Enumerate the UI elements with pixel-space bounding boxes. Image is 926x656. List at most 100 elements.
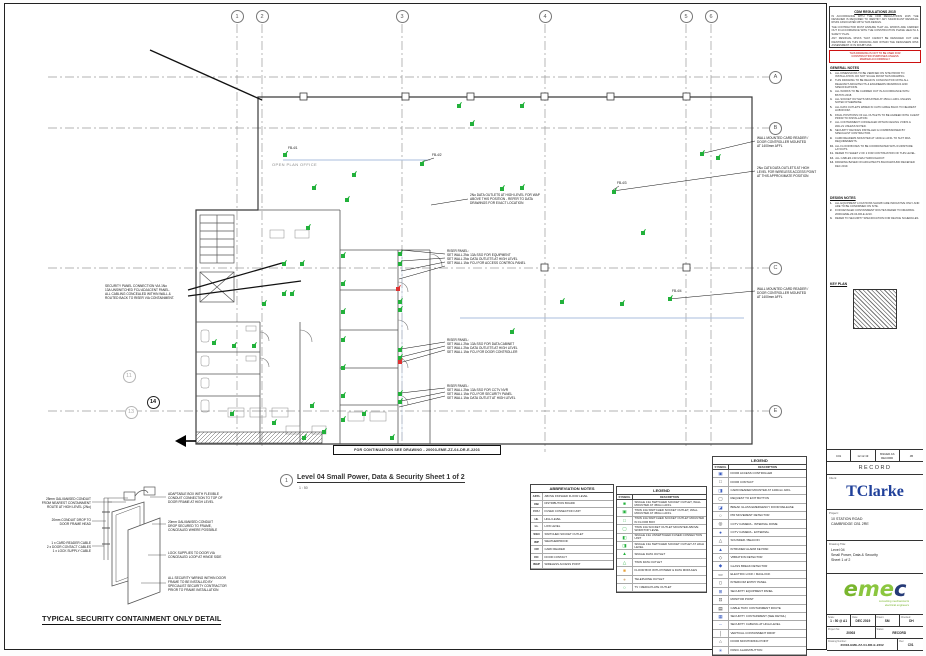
legend-row: △SOUNDER / BEACON	[713, 537, 806, 546]
legend-symbol-icon: ▭	[713, 570, 729, 579]
abbreviation-code: WAP	[531, 561, 543, 568]
note-number: 7.	[830, 121, 833, 125]
general-notes-title: GENERAL NOTES	[830, 66, 860, 70]
legend-symbol-icon: □	[713, 478, 729, 486]
legend-row: ◪BREAK GLASS EMERGENCY DOOR RELEASE	[713, 503, 806, 513]
legend-symbol-icon: ◇	[713, 554, 729, 562]
legend-symbol-icon: ■	[617, 567, 633, 575]
legend-row: ▦SECURITY CONTAINMENT (SEE DETAIL)	[713, 612, 806, 622]
plan-view-title: Level 04 Small Power, Data & Security Sh…	[297, 474, 465, 483]
note-number: 5.	[830, 105, 833, 109]
legend-description: PIR MOVEMENT DETECTOR	[730, 513, 770, 518]
note-number: 13.	[830, 161, 834, 165]
legend-security-title: LEGEND	[713, 457, 806, 465]
grid-lines	[48, 24, 769, 452]
abbreviation-meaning: DISTRIBUTION BOARD	[544, 501, 575, 506]
note-number: 6.	[830, 113, 833, 117]
legend-row: ▢TWIN 13A SOCKET OUTLET MOUNTED ABOVE WO…	[617, 525, 706, 534]
note-number: 1.	[830, 71, 833, 75]
legend-symbol-icon: ■	[617, 500, 633, 508]
legend-security-table: LEGEND SYMBOL DESCRIPTION ▣DOOR ACCESS C…	[712, 456, 807, 656]
note-item: 7.ALL CONTAINMENT CONCEALED WITHIN CEILI…	[830, 121, 920, 127]
emec-tagline-1: consulting mechanical &	[878, 599, 909, 603]
legend-symbol-icon: ⊞	[713, 587, 729, 596]
emec-letter-c: c	[893, 577, 907, 601]
legend-description: GLASS BREAK DETECTOR	[730, 563, 768, 568]
key-plan-section: KEY PLAN	[827, 281, 923, 329]
scale-field: Scale: 1 : 50 @ A1	[827, 615, 852, 626]
drawing-number-label: Drawing Number:	[828, 639, 847, 643]
col-description: DESCRIPTION	[757, 465, 778, 469]
warning-box: THIS DRAWING IS NOT TO BE USED FOR CONST…	[829, 50, 921, 63]
legend-symbol-icon: ◎	[713, 520, 729, 528]
drawing-number-value: 20003-EME-ZZ-04-DR-E-2202	[840, 642, 884, 647]
legend-row: ⊞SECURITY EQUIPMENT PANEL	[713, 587, 806, 597]
abbreviation-code: AFFL	[531, 493, 543, 500]
legend-symbol-icon: ◆	[713, 562, 729, 570]
legend-row: ┄SECURITY CABLING AT HIGH LEVEL	[713, 621, 806, 630]
note-number: 2.	[830, 79, 833, 83]
legend-row: ■FLOOR BOX WITH POWER & DATA MODULES	[617, 567, 706, 576]
date-field: Date: DEC 2019	[851, 615, 876, 626]
note-text: SECURITY DEVICES INSTALLED & COMMISSIONE…	[835, 129, 906, 136]
containment-routes	[283, 159, 744, 440]
legend-row: ⊡MONITOR POINT	[713, 596, 806, 605]
revision-label: Rev:	[899, 639, 905, 643]
note-number: 1.	[830, 201, 833, 205]
legend-symbol-icon: ▣	[617, 508, 633, 516]
client-label: Client:	[829, 476, 837, 480]
legend-symbol-icon: ▢	[617, 525, 633, 533]
legend-symbol-icon: ▤	[713, 604, 729, 612]
project-section: Project: 10 STATION ROAD CAMBRIDGE CB1 2…	[827, 510, 923, 541]
cdm-paragraph: THE CONTRACTOR MUST ENSURE THAT ALL WORK…	[831, 26, 919, 36]
status-label: Status:	[876, 627, 884, 631]
legend-row: ◨SINGLE 13A SWITCHED SOCKET OUTLET AT HI…	[617, 542, 706, 551]
legend-symbol-icon: □	[617, 516, 633, 525]
legend-row: ▯INTERCOM ENTRY PANEL	[713, 579, 806, 588]
legend-row: ▣DOOR ACCESS CONTROLLER	[713, 470, 806, 479]
note-item: 1.ALL DIMENSIONS TO BE VERIFIED ON SITE …	[830, 72, 920, 78]
legend-description: SOUNDER / BEACON	[730, 538, 760, 543]
status-banner: RECORD	[827, 462, 923, 475]
legend-symbol-icon: ⌂	[713, 638, 729, 646]
note-text: REFER TO SECURITY SPECIFICATION FOR DEVI…	[835, 217, 920, 221]
note-number: 2.	[830, 209, 833, 213]
legend-symbol-icon: ◪	[713, 503, 729, 512]
interior-walls	[196, 209, 431, 444]
emec-letters-me: me	[857, 577, 894, 601]
legend-row: ▲INTRUDER ALARM KEYPAD	[713, 545, 806, 555]
abbreviation-code: FCU	[531, 508, 543, 515]
legend-power-columns: SYMBOL DESCRIPTION	[617, 495, 706, 500]
client-section: Client: TClarke	[827, 475, 923, 510]
legend-row: ◎CCTV CAMERA - INTERNAL DOME	[713, 520, 806, 529]
emec-logo: emec	[827, 579, 923, 600]
note-number: 4.	[830, 98, 833, 102]
legend-row: □TWIN 13A SWITCHED SOCKET OUTLET MOUNTED…	[617, 516, 706, 526]
abbreviation-meaning: FUSED CONNECTION UNIT	[544, 509, 581, 514]
emec-letter-e: e	[843, 577, 858, 601]
abbreviation-code: DB	[531, 500, 543, 508]
note-item: 8.SECURITY DEVICES INSTALLED & COMMISSIO…	[830, 129, 920, 135]
legend-symbol-icon: ▲	[713, 545, 729, 554]
note-item: 11.REFER TO SHEET 2 OF 2 FOR CONTINUATIO…	[830, 152, 920, 155]
legend-symbol-icon: ●	[713, 528, 729, 537]
view-number-bubble: 1	[280, 474, 293, 487]
note-item: 2.FOR DETAILED CONTAINMENT ROUTES REFER …	[830, 209, 920, 215]
legend-description: TWIN 13A SWITCHED SOCKET OUTLET, WALL MO…	[634, 507, 698, 516]
legend-symbol-icon: △	[713, 537, 729, 545]
door-swings	[259, 253, 443, 406]
legend-description: SECURITY CONTAINMENT (SEE DETAIL)	[730, 614, 787, 619]
note-text: ALL SOCKET OUTLETS MOUNTED AT 450mm AFFL…	[835, 98, 911, 105]
legend-row: ◆GLASS BREAK DETECTOR	[713, 562, 806, 571]
note-number: 12.	[830, 156, 834, 160]
legend-symbol-icon: ▲	[617, 550, 633, 558]
note-number: 8.	[830, 129, 833, 133]
note-number: 9.	[830, 136, 833, 140]
legend-security-rows: ▣DOOR ACCESS CONTROLLER□DOOR CONTACT◨CAR…	[713, 470, 806, 655]
col-description: DESCRIPTION	[659, 495, 680, 499]
scale-value: 1 : 50 @ A1	[830, 618, 848, 623]
abbreviation-meaning: WIRELESS ACCESS POINT	[544, 562, 581, 567]
